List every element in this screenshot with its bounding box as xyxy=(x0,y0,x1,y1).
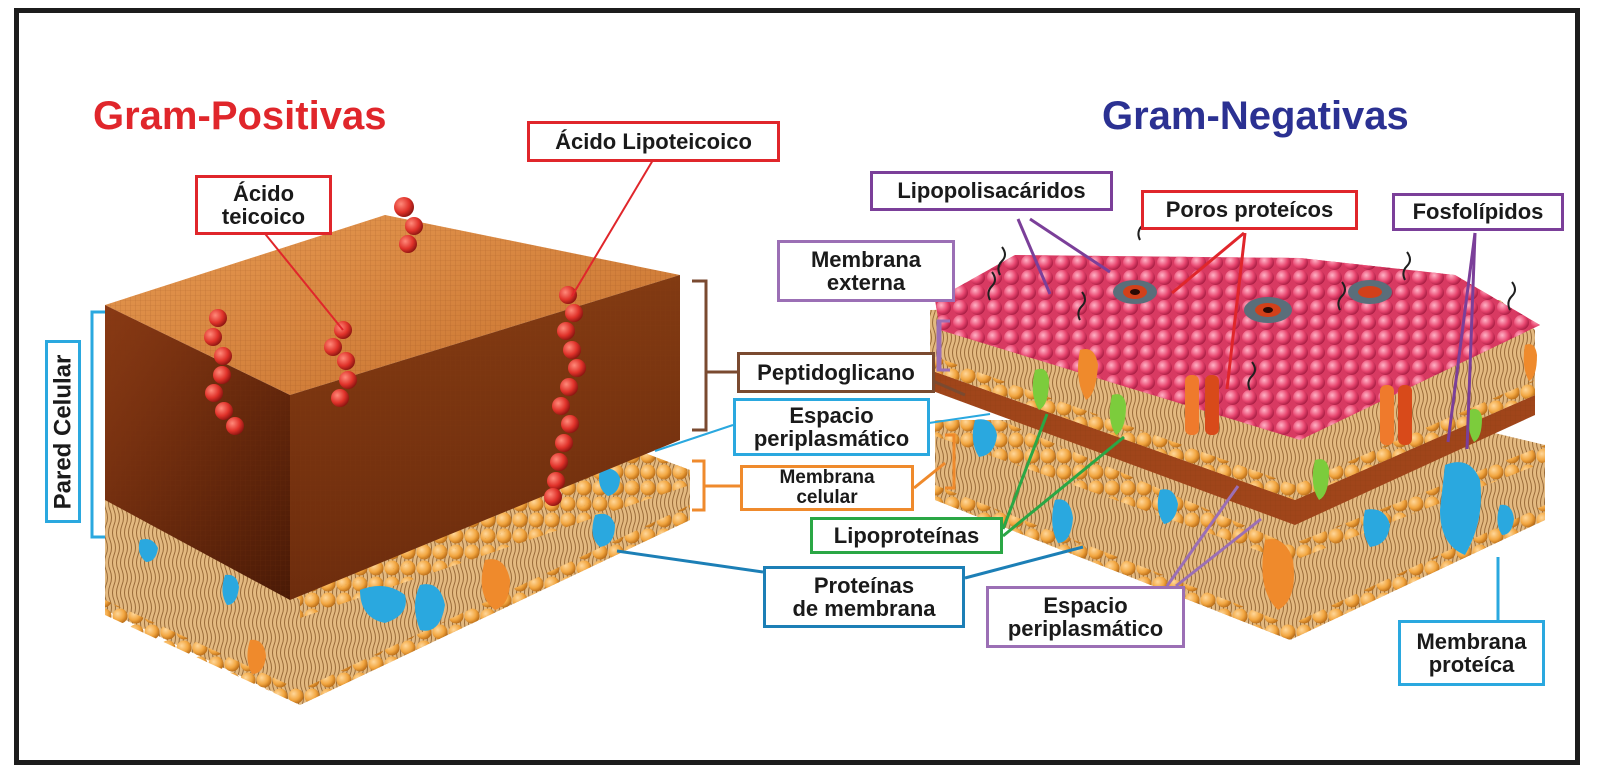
gn-membrane-protein xyxy=(1262,539,1294,610)
gn-membrane-protein xyxy=(972,419,997,457)
gn-membrane-protein xyxy=(1363,509,1390,547)
gram-positive-illustration xyxy=(105,197,690,705)
gp-membrane-protein xyxy=(599,468,620,496)
label-lipoproteinas: Lipoproteínas xyxy=(810,517,1003,554)
label-pared-celular: Pared Celular xyxy=(45,340,81,523)
gp-membrane-protein xyxy=(222,574,239,605)
label-fosfolipidos: Fosfolípidos xyxy=(1392,193,1564,231)
teichoic-acid-chain xyxy=(204,309,244,435)
gn-membrane-protein xyxy=(1052,499,1073,543)
label-membrana-celular: Membrana celular xyxy=(740,465,914,511)
gp-membrane-protein xyxy=(360,586,406,623)
gn-lipoprotein xyxy=(1523,344,1537,381)
teichoic-acid-chain xyxy=(394,197,423,253)
label-acido-lipoteicoico: Ácido Lipoteicoico xyxy=(527,121,780,162)
gp-membrane-protein xyxy=(415,584,445,631)
gn-lipoprotein xyxy=(1312,459,1329,500)
label-membrana-proteica: Membrana proteíca xyxy=(1398,620,1545,686)
gn-porin-channel xyxy=(1185,375,1412,445)
label-lipopolisacaridos: Lipopolisacáridos xyxy=(870,171,1113,211)
gram-negative-illustration xyxy=(930,211,1545,640)
label-espacio-periplasmatico-gn: Espacio periplasmático xyxy=(986,586,1185,648)
gn-lipoprotein xyxy=(1078,349,1098,400)
label-poros-proteicos: Poros proteícos xyxy=(1141,190,1358,230)
gn-lipoprotein xyxy=(1468,409,1482,442)
gn-membrane-protein xyxy=(1497,504,1514,535)
gn-lipoprotein xyxy=(1032,368,1049,410)
connector-lines xyxy=(90,159,1500,622)
gp-membrane-protein xyxy=(138,539,158,562)
gn-lipoprotein xyxy=(1109,394,1126,435)
label-espacio-periplasmatico-gp: Espacio periplasmático xyxy=(733,398,930,456)
gn-porin xyxy=(1113,280,1157,304)
gram-negative-heading: Gram-Negativas xyxy=(1102,94,1409,138)
gp-membrane-protein xyxy=(592,513,615,547)
lipoteichoic-acid-chain xyxy=(544,286,586,506)
gp-membrane-protein xyxy=(481,559,510,610)
label-peptidoglicano: Peptidoglicano xyxy=(737,352,935,393)
label-acido-teicoico: Ácido teicoico xyxy=(195,175,332,235)
gn-membrane-protein xyxy=(1440,462,1481,555)
gram-positive-heading: Gram-Positivas xyxy=(93,94,387,138)
gn-porin xyxy=(1348,280,1392,304)
gn-membrane-protein xyxy=(1157,489,1178,524)
gp-membrane-protein xyxy=(247,639,266,674)
label-proteinas-de-membrana: Proteínas de membrana xyxy=(763,566,965,628)
label-membrana-externa: Membrana externa xyxy=(777,240,955,302)
gn-porin xyxy=(1244,297,1292,323)
